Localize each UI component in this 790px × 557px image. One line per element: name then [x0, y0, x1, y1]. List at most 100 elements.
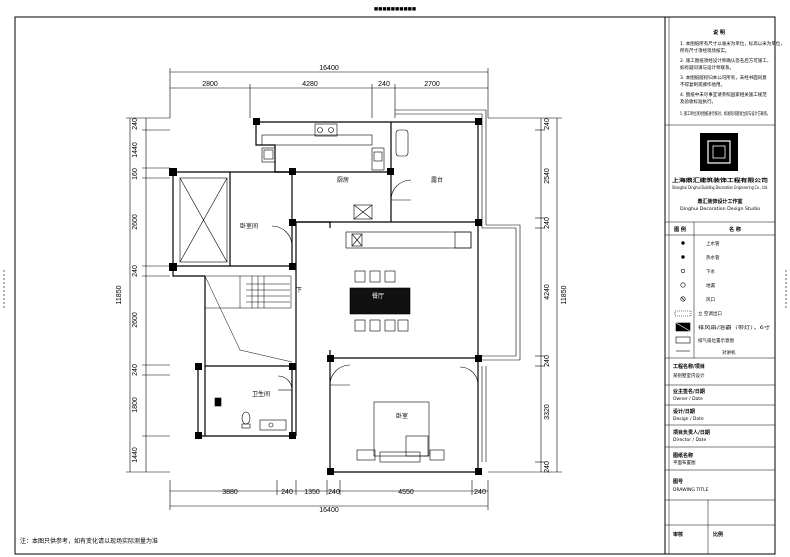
top-dim-1: 2800: [202, 81, 218, 88]
bedroom-window: [481, 366, 487, 462]
room-label-dining: 餐厅: [372, 292, 384, 300]
note-line: 2. 施工图纸须经设计师确认签名后方可施工，: [680, 57, 771, 64]
left-dim-6: 2600: [132, 312, 139, 328]
legend-item: 对讲机: [722, 349, 736, 356]
top-dim-4: 2700: [424, 81, 440, 88]
legend-item: 地漏: [706, 282, 715, 289]
legend-item: 排风扇/浴霸（带灯），6寸: [698, 324, 771, 331]
legend-names: 上水管 热水管 下水 地漏 风口 立 空调出口 排风扇/浴霸（带灯），6寸 排气…: [698, 240, 771, 356]
left-dim-4: 2600: [132, 214, 139, 230]
bathroom-fixtures: [214, 397, 287, 431]
legend-item: 排气扇位置示意图: [698, 337, 734, 344]
bottom-dim-5: 4550: [398, 489, 414, 496]
field-label: 业主签名/日期: [673, 388, 705, 395]
right-dim-7: 240: [544, 461, 551, 473]
company-name: 上海鼎汇建筑装饰工程有限公司: [672, 177, 768, 184]
stair-direction-label: 下: [296, 287, 302, 294]
columns: [169, 118, 482, 475]
room-label-terrace: 露台: [431, 176, 443, 184]
kitchen-fixtures: [261, 123, 385, 171]
bottom-dimensions: [169, 480, 489, 510]
right-dim-6: 3320: [544, 404, 551, 420]
right-dimensions: [488, 117, 562, 473]
note-line: 如有疑问请与设计师联系。: [680, 64, 734, 71]
bottom-dim-6: 240: [474, 489, 486, 496]
right-total-dim: 11850: [561, 285, 568, 304]
bottom-dim-3: 1350: [304, 489, 320, 496]
legend-header-name: 名 称: [729, 226, 741, 233]
legend-item: 下水: [706, 268, 715, 275]
staircase: [204, 275, 293, 363]
legend-item: 热水管: [706, 254, 720, 261]
room-label-bathroom: 卫生间: [252, 390, 270, 398]
company-name-en: Shanghai Dinghui Building Decoration Eng…: [672, 185, 768, 191]
room-label-bedroom-left: 卧室间: [240, 222, 258, 230]
note-line: 不得复制或挪作他用。: [680, 81, 725, 88]
title-fields: 工程名称/项目 某别墅室内设计 业主签名/日期 Owner / Date 设计/…: [673, 363, 723, 538]
right-dim-3: 240: [544, 217, 551, 229]
legend-symbols: [674, 241, 692, 352]
field-value: Director / Date: [673, 437, 706, 443]
footnote: 注：本图只供参考，如有变化请以现场实际测量为准: [20, 537, 158, 545]
left-dimensions: [126, 117, 170, 473]
bottom-dim-2: 240: [281, 489, 293, 496]
studio-name: 鼎汇装饰设计工作室: [697, 198, 742, 205]
legend-item: 风口: [706, 297, 715, 303]
legend-item: 上水管: [706, 240, 720, 247]
bottom-dim-4: 240: [328, 489, 340, 496]
field-label: 设计/日期: [673, 408, 695, 415]
bottom-dim-1: 3880: [222, 489, 238, 496]
room-label-kitchen: 厨房: [337, 176, 349, 184]
left-dim-5: 240: [132, 265, 139, 277]
right-dim-1: 240: [544, 118, 551, 130]
studio-name-en: Dinghui Decoration Design Studio: [680, 206, 760, 212]
field-label: 图号: [673, 478, 683, 485]
field-value: Owner / Date: [673, 396, 703, 402]
left-dim-7: 240: [132, 364, 139, 376]
notes-title: 说 明: [713, 29, 725, 36]
void-crossed: [179, 177, 228, 263]
top-dim-2: 4280: [302, 81, 318, 88]
field-label: 项目负责人/日期: [673, 429, 710, 436]
field-value: 平面布置图: [673, 459, 696, 466]
right-dim-4: 4240: [544, 284, 551, 300]
left-total-dim: 11850: [116, 285, 123, 304]
left-dim-2: 1440: [132, 142, 139, 158]
bottom-total-dim: 16400: [319, 507, 339, 514]
walls: [172, 118, 479, 473]
top-dimensions: [169, 68, 489, 118]
note-line: 4. 图纸中未尽事宜请参照国家相关施工规范: [680, 91, 767, 98]
legend-item: 立 空调出口: [698, 310, 722, 317]
legend-header-symbol: 图 例: [674, 226, 686, 233]
doors: [271, 179, 479, 391]
field-label: 工程名称/项目: [673, 363, 705, 370]
top-total-dim: 16400: [319, 65, 339, 72]
left-dim-9: 1440: [132, 447, 139, 463]
terrace-fixture: [353, 129, 409, 220]
field-value: 某别墅室内设计: [673, 372, 705, 379]
note-line: 5. 施工单位须对图纸进行核对，如发现问题请立即与设计方联系。: [680, 110, 770, 117]
company-logo: [700, 133, 738, 171]
review-label: 审核: [673, 531, 683, 538]
note-line: 3. 本图纸版权归本公司所有，未经书面同意: [680, 74, 767, 81]
note-line: 1. 本图纸所有尺寸以毫米为单位，标高以米为单位，: [680, 40, 785, 47]
scale-label: 比例: [713, 531, 723, 538]
field-value: Design / Date: [673, 416, 704, 422]
right-dim-5: 240: [544, 355, 551, 367]
left-dim-3: 160: [132, 168, 139, 180]
bedroom-furniture: [356, 401, 445, 463]
field-value: DRAWING TITLE: [673, 487, 709, 493]
notes-list: 1. 本图纸所有尺寸以毫米为单位，标高以米为单位， 所有尺寸须经现场核实。 2.…: [680, 40, 785, 117]
terrace-rail: [395, 109, 521, 361]
note-line: 所有尺寸须经现场核实。: [680, 47, 730, 54]
right-dim-2: 2540: [544, 168, 551, 184]
dining-set: [345, 231, 472, 332]
top-dim-3: 240: [378, 81, 390, 88]
note-line: 及验收标准执行。: [680, 98, 716, 105]
room-label-master-bedroom: 卧室: [396, 412, 408, 420]
left-dim-8: 1800: [132, 397, 139, 413]
field-label: 图纸名称: [673, 452, 693, 459]
title-block: [664, 16, 776, 555]
sheet-header: ■■■■■■■■■■: [374, 6, 416, 13]
